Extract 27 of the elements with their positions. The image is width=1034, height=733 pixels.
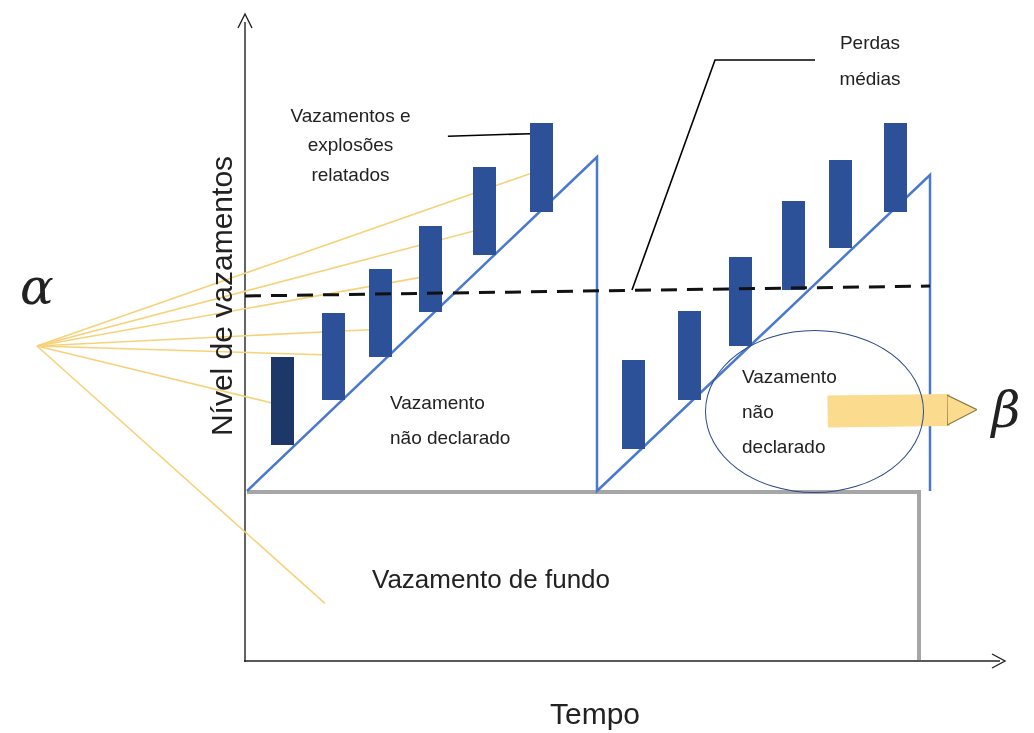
- leak-bar: [678, 311, 701, 400]
- y-axis-label: Nível de vazamentos: [205, 155, 239, 437]
- text-label: Vazamento não declarado: [390, 390, 512, 450]
- block-arrow: [827, 394, 978, 428]
- leader-line: [447, 132, 531, 137]
- leak-bar: [419, 226, 442, 312]
- leak-bar: [322, 313, 345, 400]
- leader-line: [36, 172, 531, 347]
- leak-bar: [622, 360, 645, 449]
- text-label: Vazamento de fundo: [372, 563, 611, 597]
- leak-bar: [271, 357, 294, 445]
- leak-bar: [530, 123, 553, 212]
- leader-line: [36, 345, 326, 605]
- text-label: Vazamentos e explosões relatados: [289, 103, 412, 187]
- text-label: Vazamento não declarado: [742, 364, 838, 460]
- leader-line: [36, 328, 370, 347]
- leak-bar: [369, 269, 392, 357]
- leader-line: [631, 59, 816, 291]
- leak-bar: [729, 257, 752, 346]
- greek-symbol: α: [20, 262, 54, 312]
- leak-bar: [884, 123, 907, 212]
- leak-bar: [473, 167, 496, 255]
- text-label: Perdas médias: [838, 30, 902, 91]
- leak-bar: [829, 160, 852, 248]
- leak-bar: [782, 201, 805, 290]
- x-axis-label: Tempo: [550, 697, 640, 731]
- average-loss-line: [245, 284, 930, 298]
